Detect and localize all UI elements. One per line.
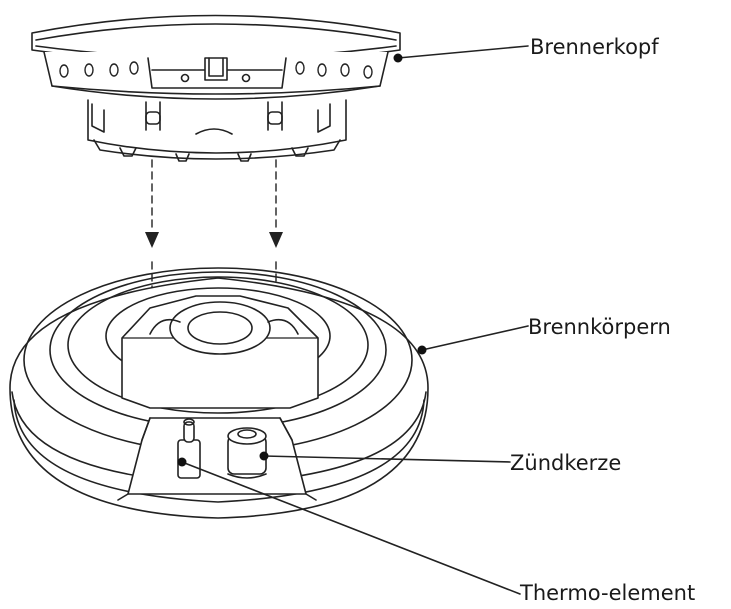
label-burner-head: Brennerkopf [530,35,659,59]
burner-head [31,14,401,162]
leader-dots [177,53,427,467]
leader-lines [181,45,529,595]
burner-body [9,267,429,519]
flame-ports [59,61,373,79]
label-burner-body: Brennkörpern [528,315,671,339]
thermo-element-part [177,418,201,479]
label-thermo-element: Thermo-element [520,581,696,605]
label-spark-plug: Zündkerze [510,451,622,475]
arrow-heads [145,232,283,248]
spark-plug-part [227,427,267,479]
